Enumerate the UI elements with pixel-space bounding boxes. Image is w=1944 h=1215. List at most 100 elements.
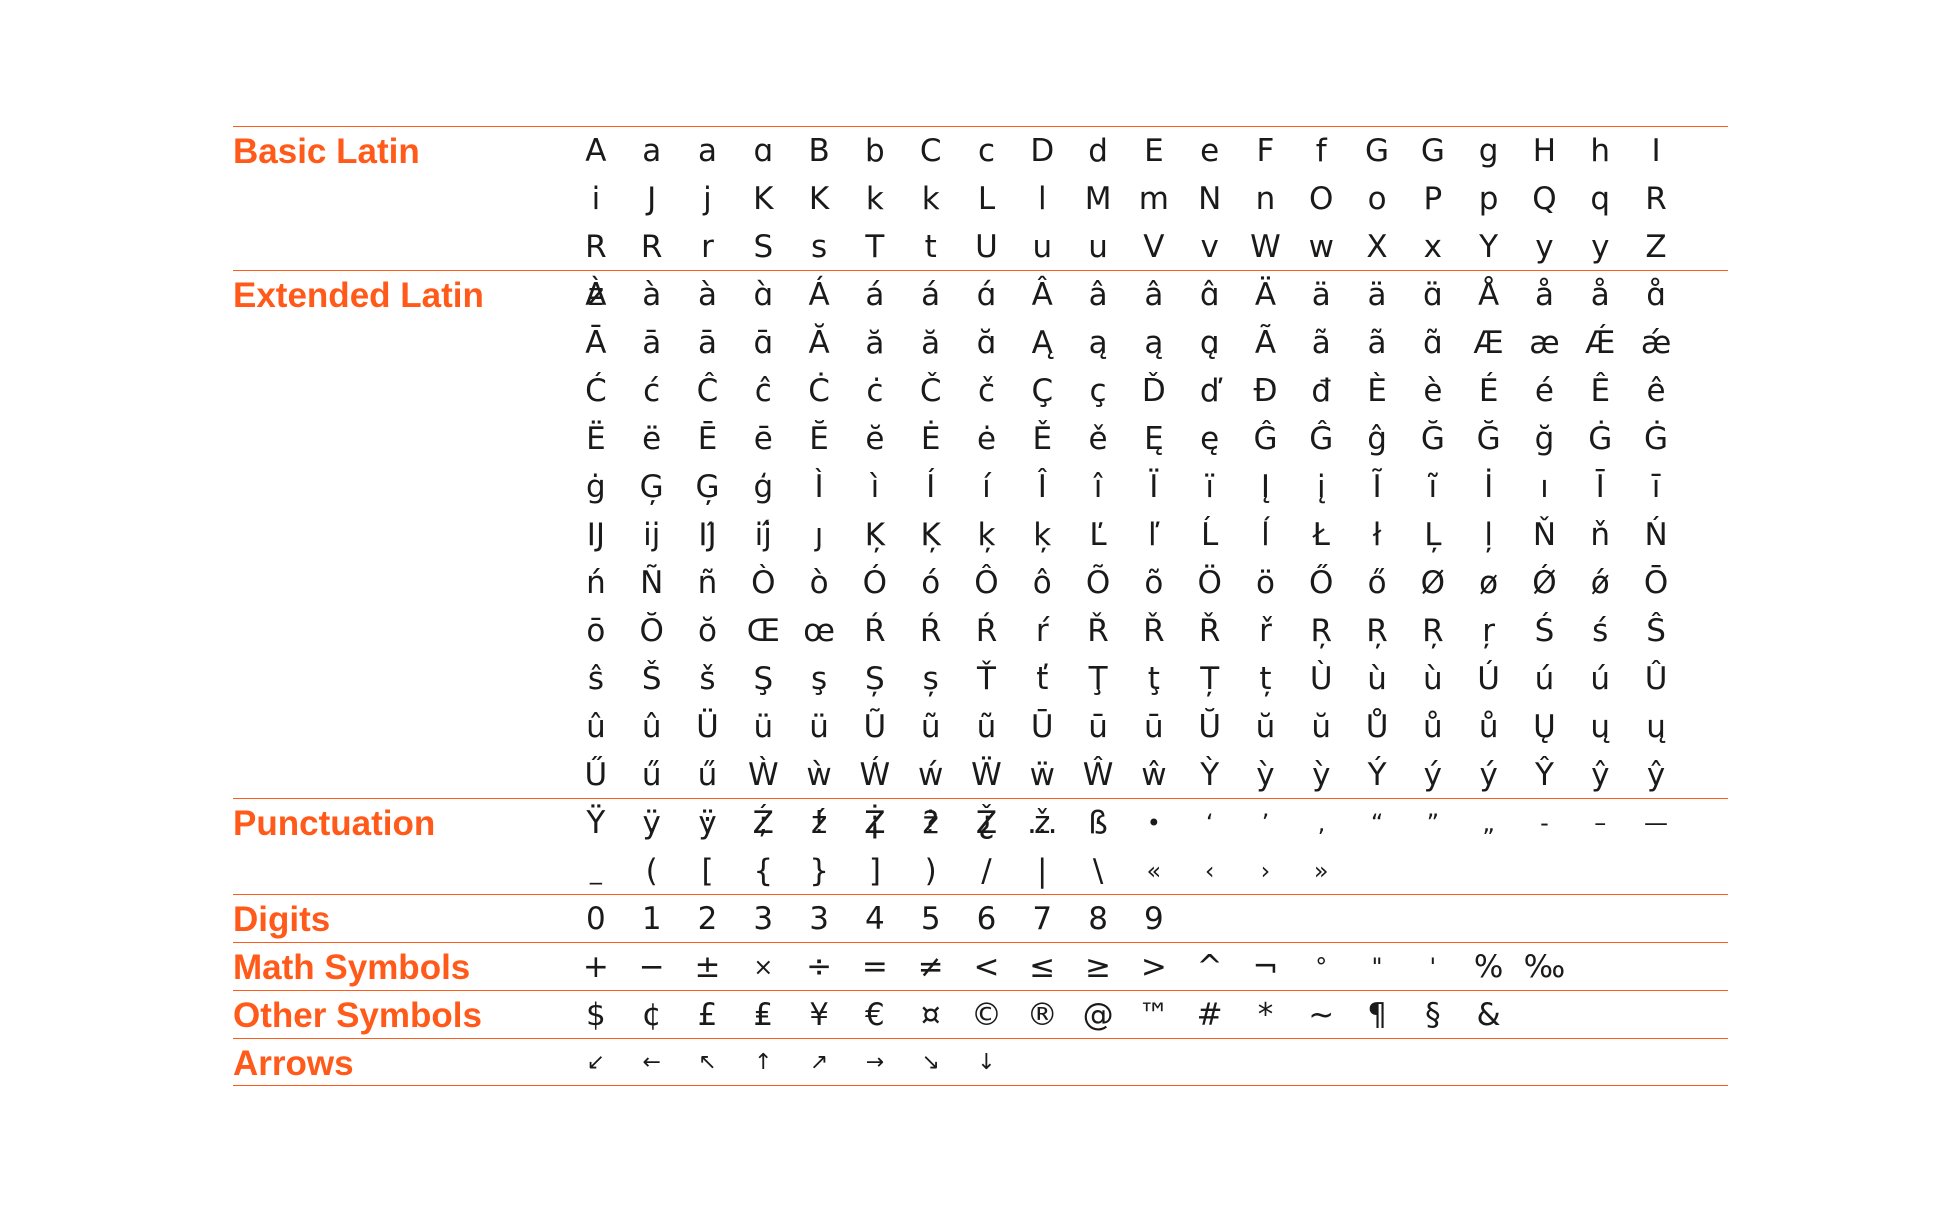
glyph-cell: s — [811, 228, 828, 265]
glyph-cell: ŗ — [1482, 612, 1496, 649]
glyph-cell: C — [919, 132, 942, 169]
glyph-cell: * — [1257, 996, 1274, 1033]
glyph-cell: P — [1423, 180, 1443, 217]
glyph-cell: Ù — [1309, 660, 1333, 697]
glyph-cell: ú — [1534, 660, 1555, 697]
glyph-cell: ý — [1479, 756, 1498, 793]
glyph-cell: Q — [1532, 180, 1557, 217]
glyph-cell: { — [753, 852, 774, 889]
glyph-cell: ć — [643, 372, 661, 409]
glyph-cell: p — [1478, 180, 1499, 217]
glyph-cell: Ẃ — [859, 756, 891, 793]
glyph-cell: R — [585, 228, 607, 265]
glyph-cell: ș — [922, 660, 939, 697]
glyph-cell: ĩ — [1428, 468, 1438, 505]
glyph-cell: Î — [1037, 468, 1047, 505]
glyph-cell: ^ — [1196, 948, 1223, 985]
glyph-cell: c — [977, 132, 995, 169]
glyph-cell: ɑ́ — [976, 276, 997, 313]
glyph-cell: ↗ — [809, 1050, 829, 1075]
glyph-cell: ą — [1144, 324, 1164, 361]
glyph-cell: æ — [1529, 324, 1560, 361]
glyph-cell: Ũ — [863, 708, 887, 745]
glyph-cell: Æ — [1473, 324, 1504, 361]
glyph-cell: ś — [1592, 612, 1609, 649]
glyph-cell: Ĝ — [1253, 420, 1278, 457]
glyph-cell: ȷ — [814, 516, 824, 553]
glyph-cell: ĳ́ — [754, 516, 772, 553]
glyph-cell: ¶ — [1367, 996, 1387, 1033]
glyph-cell: à — [642, 276, 662, 313]
glyph-cell: ÿ — [642, 804, 661, 841]
glyph-cell: ¿ — [978, 804, 995, 841]
glyph-cell: Í — [926, 468, 936, 505]
glyph-cell: J — [647, 180, 657, 217]
glyph-cell: ö — [1255, 564, 1275, 601]
glyph-cell: I — [1651, 132, 1661, 169]
glyph-cell: Ë — [586, 420, 606, 457]
glyph-cell: ű — [641, 756, 662, 793]
glyph-cell: å — [1534, 276, 1554, 313]
glyph-cell: Ì — [814, 468, 824, 505]
glyph-cell: Ē — [697, 420, 718, 457]
glyph-cell: ū — [1144, 708, 1164, 745]
glyph-cell: u — [1088, 228, 1108, 265]
glyph-cell: ũ — [976, 708, 997, 745]
glyph-cell: ỳ — [1312, 756, 1331, 793]
glyph-cell: ŵ — [1141, 756, 1167, 793]
glyph-cell: © — [970, 996, 1002, 1033]
glyph-cell: ô — [1032, 564, 1052, 601]
glyph-cell: ẅ — [1029, 756, 1055, 793]
glyph-cell: Ď — [1141, 372, 1166, 409]
glyph-cell: ‚ — [1317, 809, 1326, 837]
glyph-cell: … — [1026, 804, 1058, 841]
glyph-cell: : — [702, 804, 713, 841]
glyph-cell: a — [642, 132, 662, 169]
glyph-cell: ġ — [586, 468, 606, 505]
glyph-cell: ř — [1259, 612, 1272, 649]
glyph-cell: ɑ̃ — [1423, 324, 1443, 361]
glyph-cell: T — [865, 228, 885, 265]
glyph-cell: > — [1140, 948, 1167, 985]
glyph-cell: G — [1420, 132, 1445, 169]
glyph-cell: ë — [642, 420, 662, 457]
glyph-cell: ł — [1372, 516, 1382, 553]
glyph-cell: g — [1478, 132, 1499, 169]
glyph-cell: Ģ — [639, 468, 664, 505]
glyph-cell: ż — [922, 804, 939, 841]
glyph-cell: Ø — [1420, 564, 1446, 601]
glyph-cell: L — [977, 180, 996, 217]
glyph-cell: è — [1423, 372, 1443, 409]
glyph-cell: » — [1313, 857, 1329, 885]
glyph-cell: É — [1478, 372, 1499, 409]
glyph-cell: ŝ — [587, 660, 604, 697]
glyph-cell: ē — [753, 420, 773, 457]
glyph-cell: ɑ̊ — [1646, 276, 1666, 313]
glyph-cell: ǿ — [1590, 564, 1610, 601]
glyph-cell: İ — [1484, 468, 1494, 505]
glyph-cell: Ó — [862, 564, 888, 601]
glyph-cell: ã — [1367, 324, 1387, 361]
arrows-section: Arrows↙←↖↑↗→↘↓ — [233, 1038, 1728, 1086]
glyph-cell: Ť — [977, 660, 996, 697]
glyph-cell: Ŕ — [864, 612, 886, 649]
glyph-cell: } — [809, 852, 829, 889]
glyph-cell: ± — [694, 948, 721, 985]
glyph-cell: î — [1093, 468, 1103, 505]
glyph-cell: ş — [811, 660, 828, 697]
glyph-cell: é — [1534, 372, 1554, 409]
glyph-cell: S — [753, 228, 774, 265]
glyph-cell: 6 — [976, 900, 997, 937]
glyph-cell: Ł — [1312, 516, 1330, 553]
glyph-cell: y — [1591, 228, 1610, 265]
glyph-cell: Ǽ — [1585, 324, 1616, 361]
glyph-cell: , — [647, 809, 656, 837]
glyph-cell: Ĳ́ — [698, 516, 717, 553]
glyph-cell: ţ — [1147, 660, 1160, 697]
glyph-cell: ŭ — [1311, 708, 1332, 745]
glyph-cell: “ — [1370, 809, 1384, 837]
glyph-cell: ↙ — [586, 1050, 606, 1075]
glyph-cell: — — [1644, 809, 1669, 837]
glyph-cell: W — [1250, 228, 1281, 265]
glyph-cell: ® — [1026, 996, 1058, 1033]
